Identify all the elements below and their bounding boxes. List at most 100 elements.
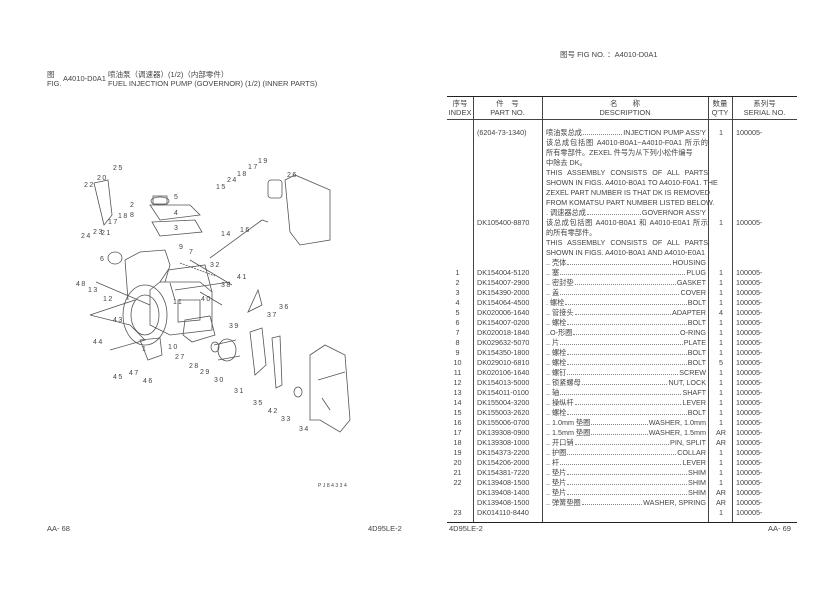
serial-number: 100005- [736, 418, 763, 427]
title-cn: 喷油泵（调速器）(1/2)（内部零件） [107, 70, 229, 79]
part-number: DK139408-1500 [477, 478, 530, 487]
description-cn: .. 盖 [546, 288, 560, 297]
quantity: AR [716, 438, 726, 447]
description-en: PIN, SPLIT [670, 438, 706, 447]
description-en: SHIM [688, 488, 706, 497]
callout-label: 17 [108, 219, 119, 226]
fig-no-label: 图号 FIG NO. ：A4010-D0A1 [560, 50, 658, 59]
assembly-note-line: SHOWN IN FIGS. A4010-B0A1 AND A4010-E0A1 [447, 248, 797, 258]
part-number: DK139308-1000 [477, 438, 530, 447]
part-number: DK154350-1800 [477, 348, 530, 357]
quantity: 1 [719, 288, 723, 297]
serial-number: 100005- [736, 428, 763, 437]
serial-number: 100005- [736, 288, 763, 297]
description-en: COVER [680, 288, 706, 297]
note-text: THIS ASSEMBLY CONSISTS OF ALL PARTS [546, 238, 708, 247]
callout-label: 18 [237, 171, 248, 178]
serial-number: 100005- [736, 478, 763, 487]
quantity: 1 [719, 328, 723, 337]
description-en: WASHER, SPRING [643, 498, 706, 507]
serial-number: 100005- [736, 348, 763, 357]
callout-label: 13 [88, 287, 99, 294]
description-cn: .. 密封垫 [546, 278, 574, 287]
fig-label-cn: 图 [47, 70, 55, 79]
callout-label: 10 [168, 344, 179, 351]
note-text: 中除去 DK。 [546, 158, 587, 167]
quantity: 1 [719, 468, 723, 477]
index: 2 [455, 278, 460, 287]
description: .. 盖 COVER [546, 288, 706, 298]
description-en: SCREW [679, 368, 706, 377]
description-en: WASHER, 1.0mm [648, 418, 706, 427]
fig-code: A4010-D0A1 [63, 74, 106, 83]
assembly-note-line: THIS ASSEMBLY CONSISTS OF ALL PARTS [447, 168, 797, 178]
quantity: 1 [719, 418, 723, 427]
quantity: 1 [719, 448, 723, 457]
index: 20 [453, 458, 462, 467]
index: 14 [453, 398, 462, 407]
part-number: DK020106-1640 [477, 368, 530, 377]
serial-number: 100005- [736, 128, 763, 137]
callout-label: 25 [113, 165, 124, 172]
part-number: DK154064-4500 [477, 298, 530, 307]
callout-label: 16 [240, 227, 251, 234]
callout-label: 28 [189, 363, 200, 370]
drawing-code: PJ84334 [318, 483, 348, 489]
diagram-parts [89, 174, 351, 433]
serial-number: 100005- [736, 408, 763, 417]
assembly-note-line: SHOWN IN FIGS. A4010-B0A1 TO A4010-F0A1.… [447, 178, 797, 188]
fig-label-en: FIG. [47, 79, 62, 88]
description-cn: .. 螺栓 [546, 318, 567, 327]
index: 8 [455, 338, 460, 347]
callout-label: 38 [221, 282, 232, 289]
serial-number: 100005- [736, 498, 763, 507]
description-cn: . 调速器总成 [546, 208, 586, 217]
callout-label: 3 [174, 225, 179, 232]
callout-label: 29 [200, 369, 211, 376]
description-en: BOLT [687, 358, 706, 367]
description-cn: .. 操纵杆 [546, 398, 574, 407]
serial-number: 100005- [736, 508, 763, 517]
description-cn: .. 垫片 [546, 488, 567, 497]
callout-label: 22 [84, 182, 95, 189]
serial-number: 100005- [736, 338, 763, 347]
index: 18 [453, 438, 462, 447]
serial-number: 100005- [736, 438, 763, 447]
description-en: WASHER, 1.5mm [648, 428, 706, 437]
callout-label: 32 [210, 262, 221, 269]
serial-number: 100005- [736, 318, 763, 327]
description-cn: .. 轴 [546, 388, 560, 397]
description-cn: ..O-形圈 [546, 328, 573, 337]
assembly-note-line: 所有零部件。ZEXEL 件号为从下列小松件编号 [447, 148, 797, 158]
description-en: SHIM [688, 468, 706, 477]
footer-model-right: 4D95LE-2 [449, 524, 483, 533]
index: 9 [455, 348, 460, 357]
footer-model-left: 4D95LE-2 [368, 524, 402, 533]
callout-label: 39 [229, 323, 240, 330]
description-en: BOLT [687, 298, 706, 307]
callout-label: 48 [76, 281, 87, 288]
description-cn: .. 护圈 [546, 448, 567, 457]
description-en: BOLT [687, 318, 706, 327]
